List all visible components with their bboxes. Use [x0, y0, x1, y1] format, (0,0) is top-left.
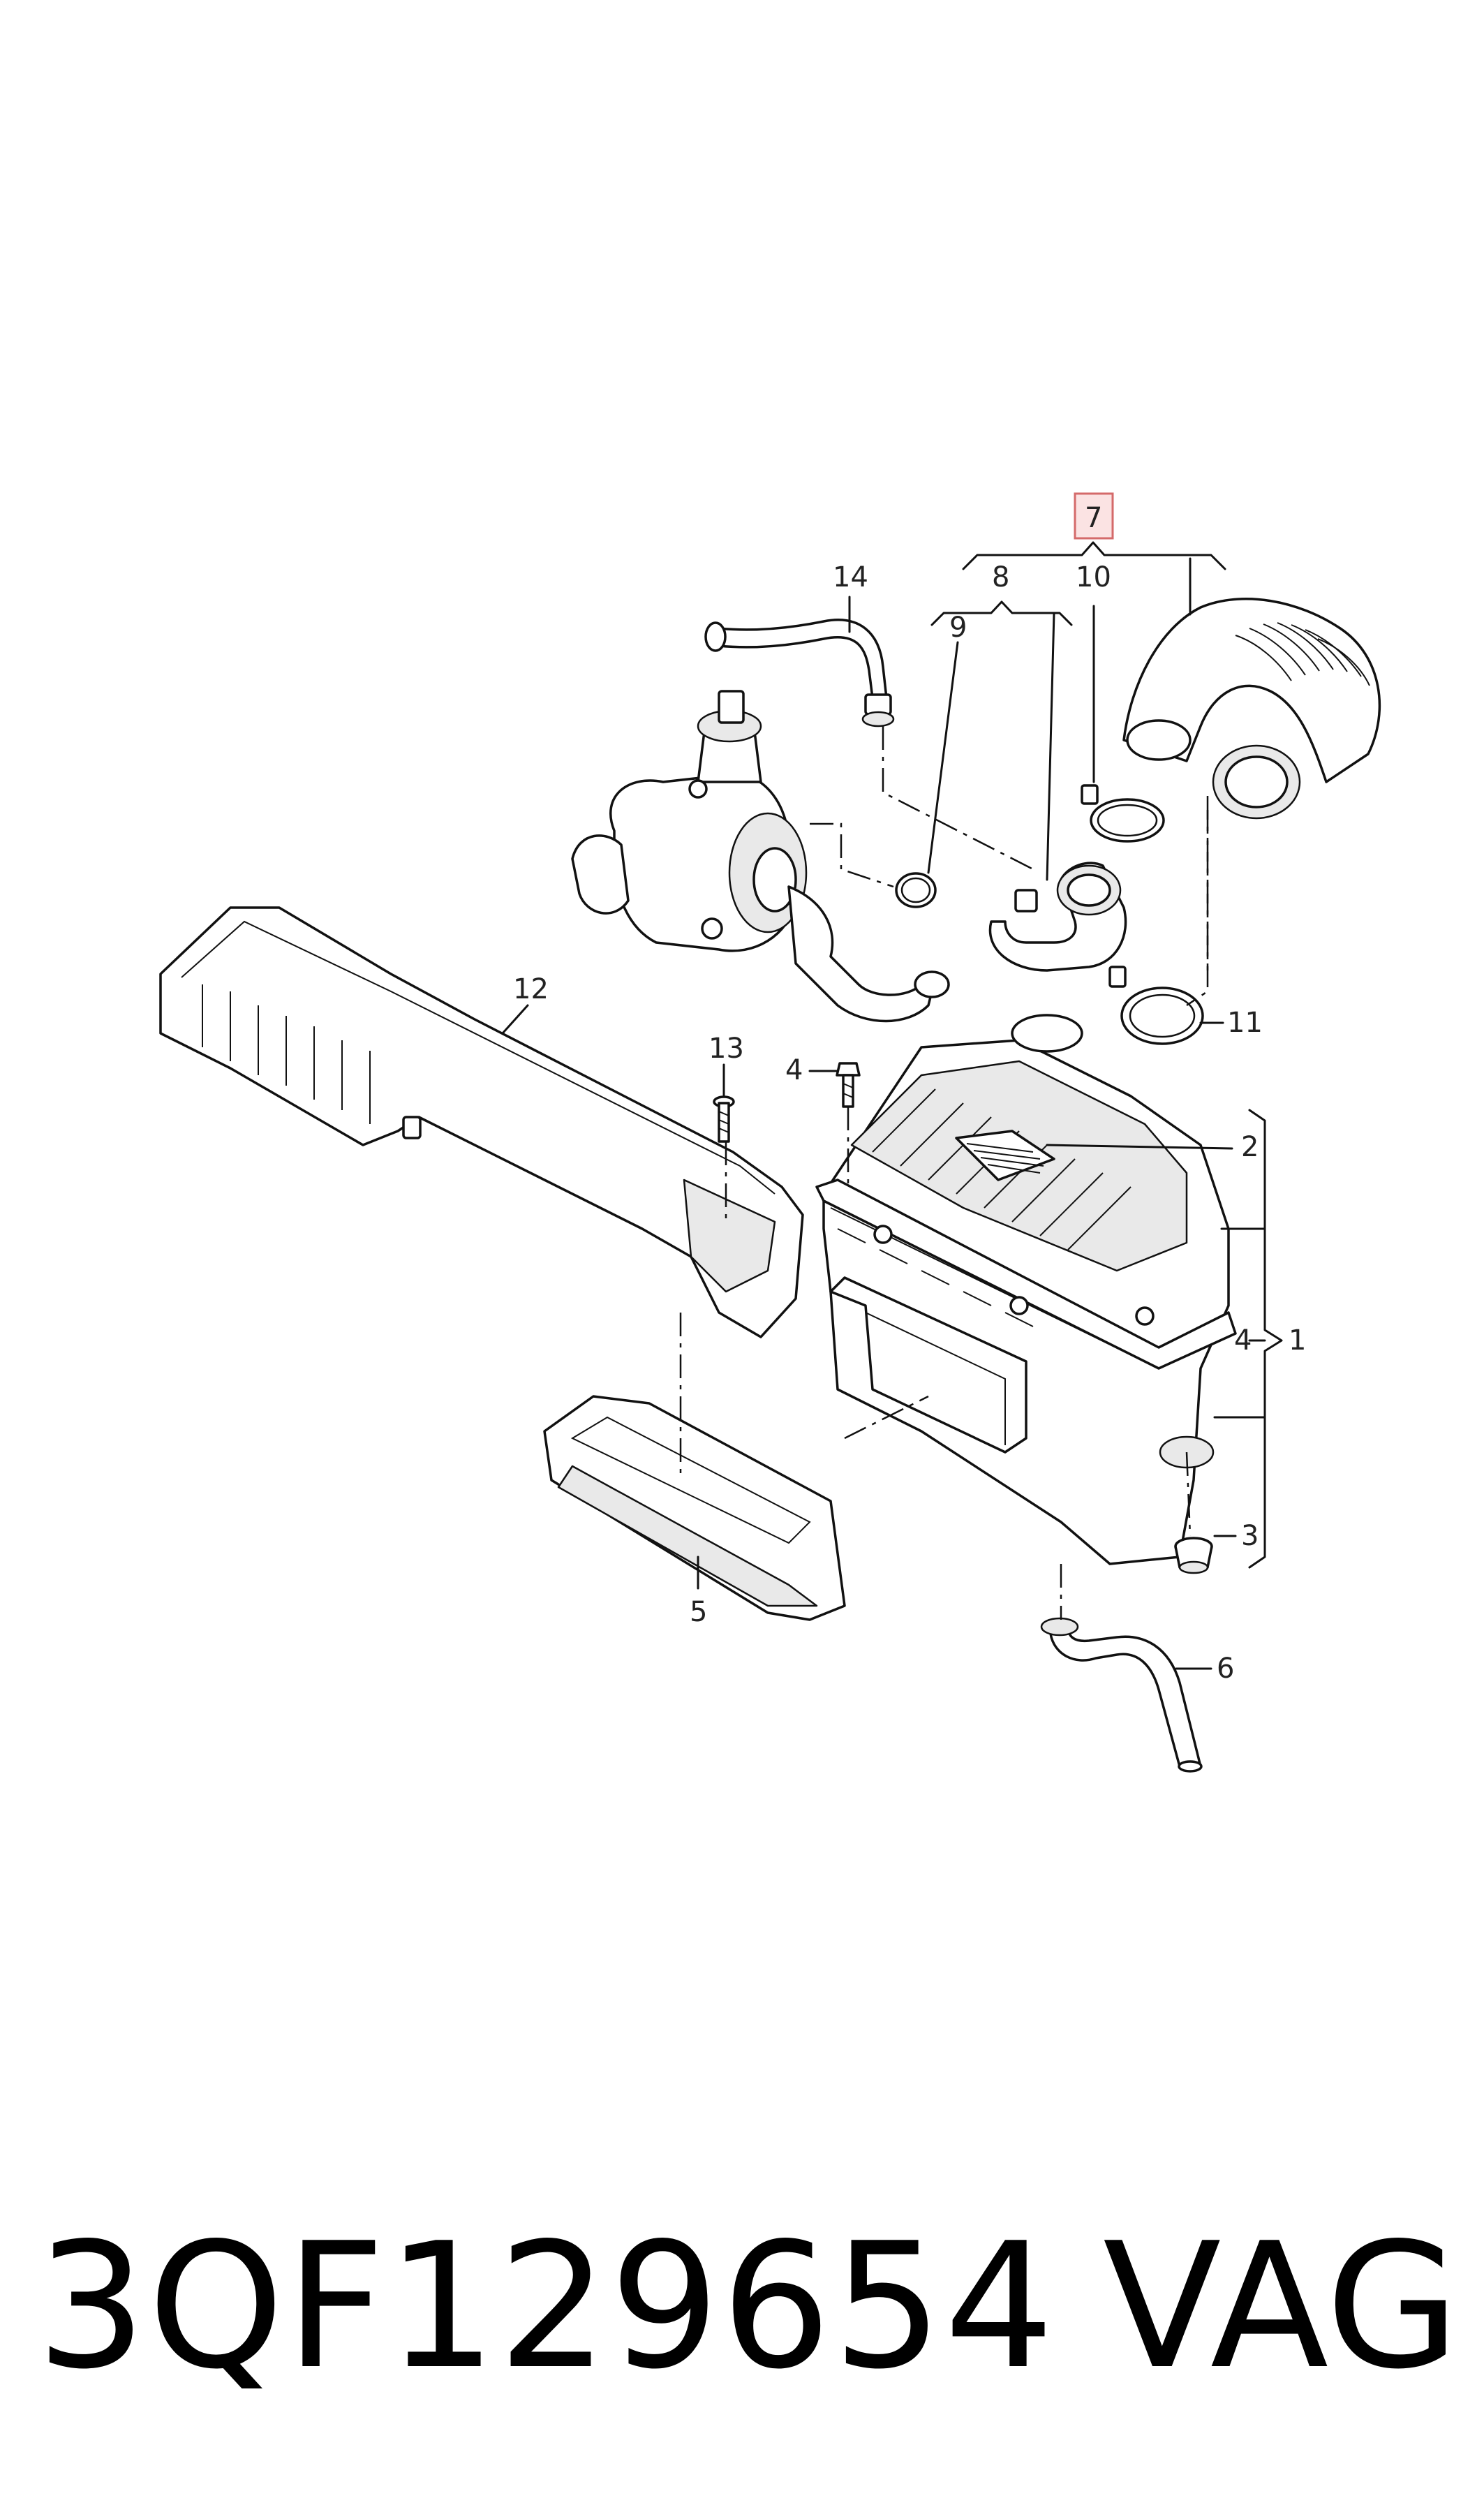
intake-hose-part-7 [1122, 598, 1381, 820]
air-intake-duct-part-12 [159, 906, 804, 1338]
hose-clamp-part-10 [1081, 784, 1165, 843]
callout-6: 6 [1217, 1653, 1234, 1685]
air-filter-housing-part-1 [815, 1014, 1237, 1565]
leader-lines [501, 541, 1283, 1670]
assembly-lines [679, 726, 1209, 1620]
callout-3: 3 [1241, 1520, 1259, 1552]
brand-label: VAG [1103, 2206, 1460, 2407]
callout-labels: 7 14 8 10 9 11 12 13 4 2 4 1 3 5 6 [513, 492, 1306, 1685]
callout-1: 1 [1289, 1324, 1306, 1357]
callout-2: 2 [1241, 1131, 1259, 1163]
callout-9: 9 [949, 612, 967, 644]
screw-part-13 [713, 1095, 735, 1143]
part-number-label: 3QF129654 [36, 2206, 1056, 2407]
hose-clamp-part-11 [1108, 966, 1204, 1045]
callout-5: 5 [690, 1596, 707, 1628]
callout-4-bolt: 4 [785, 1054, 803, 1086]
callout-4-housing: 4 [1234, 1324, 1252, 1357]
callout-7-highlight [1074, 492, 1114, 540]
breather-hose-part-14 [704, 619, 895, 727]
callout-13: 13 [708, 1033, 744, 1065]
callout-14: 14 [833, 561, 868, 593]
elbow-connector-part-8 [988, 862, 1127, 972]
callout-11: 11 [1227, 1007, 1263, 1039]
intake-scoop-part-5 [543, 1395, 846, 1621]
callout-10: 10 [1076, 561, 1111, 593]
o-ring-part-9 [895, 872, 937, 908]
callout-8: 8 [992, 561, 1009, 593]
drain-hose-part-6 [1040, 1617, 1203, 1773]
grommet-part-3 [1174, 1537, 1213, 1574]
turbocharger [571, 690, 950, 1023]
callout-12: 12 [513, 973, 549, 1005]
callout-7: 7 [1085, 502, 1102, 534]
bolt-part-4 [836, 1062, 861, 1108]
